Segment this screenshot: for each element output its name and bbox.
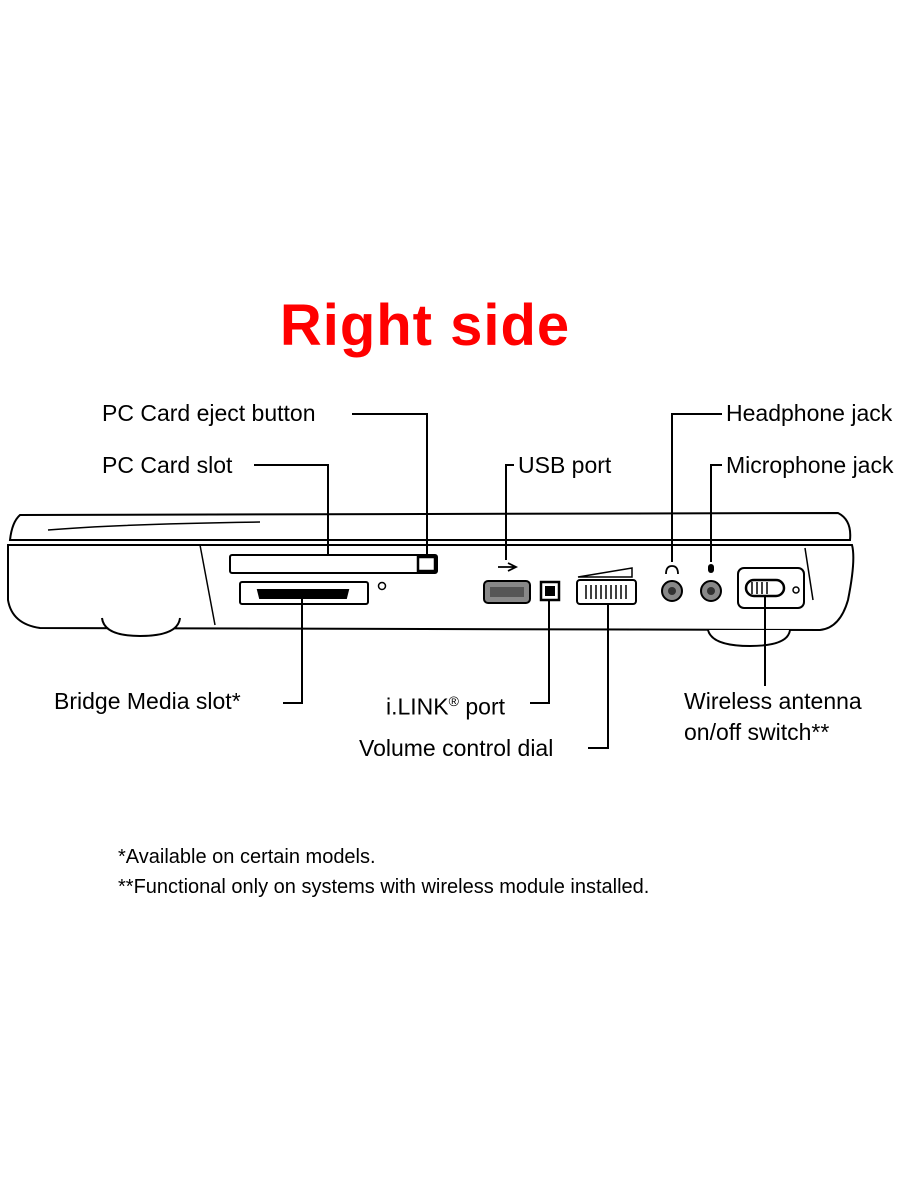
leader-usb-port	[505, 464, 514, 560]
foot-left	[101, 617, 181, 638]
indicator-led	[377, 581, 387, 591]
ilink-port-inner	[545, 586, 555, 596]
wireless-switch-housing	[737, 567, 805, 609]
bridge-media-slot	[239, 581, 369, 605]
registered-mark: ®	[448, 693, 459, 709]
leader-headphone-jack	[671, 413, 722, 562]
label-ilink-port: i.LINK® port	[386, 687, 505, 721]
leader-pc-card-slot	[254, 464, 329, 555]
leader-bridge-media	[283, 598, 303, 704]
laptop-base	[7, 544, 855, 632]
foot-right	[707, 629, 791, 648]
leader-volume-dial	[588, 604, 609, 749]
label-volume-control-dial: Volume control dial	[359, 735, 554, 761]
leader-lines	[254, 413, 766, 749]
usb-icon	[498, 562, 519, 572]
laptop-lid	[8, 511, 852, 541]
label-bridge-media-slot: Bridge Media slot*	[54, 688, 241, 714]
microphone-icon	[708, 564, 714, 573]
label-pc-card-eject-button: PC Card eject button	[102, 400, 316, 426]
label-wireless-line2: on/off switch**	[684, 719, 830, 745]
lid-highlight	[47, 521, 261, 531]
bridge-media-opening	[256, 589, 350, 599]
leader-pc-card-eject	[352, 413, 428, 557]
page-title: Right side	[279, 293, 571, 358]
volume-control-dial	[576, 579, 637, 605]
label-ilink-text: i.LINK	[386, 693, 449, 720]
label-pc-card-slot: PC Card slot	[102, 452, 233, 478]
base-seam	[199, 544, 216, 626]
base-seam-right	[804, 547, 814, 601]
label-headphone-jack: Headphone jack	[726, 400, 893, 426]
headphone-icon	[665, 565, 679, 575]
volume-scale-icon	[577, 567, 633, 578]
volume-dial-ridges	[585, 585, 627, 599]
label-wireless-line1: Wireless antenna	[684, 688, 862, 714]
wireless-switch-ridges	[751, 582, 768, 594]
leader-microphone-jack	[710, 464, 722, 562]
leader-ilink	[530, 600, 550, 704]
usb-port-inner	[490, 587, 524, 597]
label-ilink-suffix: port	[458, 693, 505, 720]
label-usb-port: USB port	[518, 452, 612, 478]
footnote-2: **Functional only on systems with wirele…	[118, 876, 650, 898]
footnote-1: *Available on certain models.	[118, 846, 376, 868]
label-microphone-jack: Microphone jack	[726, 452, 894, 478]
pc-card-slot	[229, 554, 438, 574]
